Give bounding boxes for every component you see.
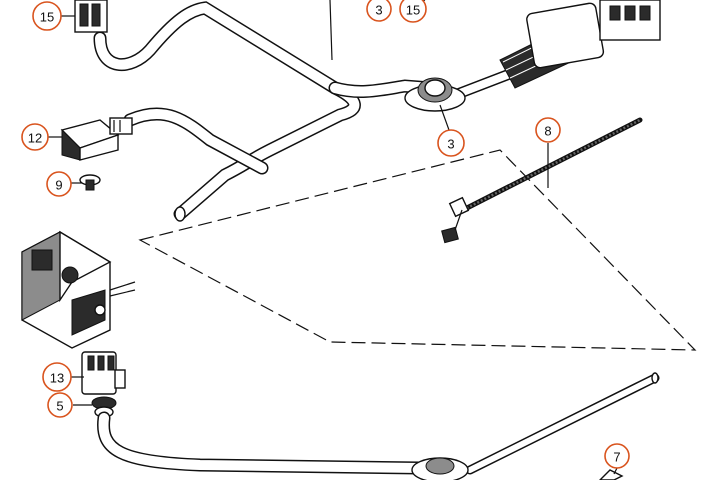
connector-13 bbox=[81, 351, 126, 395]
callout-label: 13 bbox=[50, 371, 64, 386]
callout-label: 5 bbox=[56, 399, 63, 414]
callout-label: 12 bbox=[28, 131, 42, 146]
door-lock-actuator bbox=[21, 230, 136, 349]
corrugated-sleeve bbox=[499, 0, 661, 89]
connector-15 bbox=[74, 0, 108, 33]
lower-harness-cable bbox=[97, 372, 660, 480]
callout-label: 3 bbox=[375, 3, 382, 18]
callout-9: 9 bbox=[46, 171, 72, 197]
callout-13: 13 bbox=[42, 362, 72, 392]
callout-5: 5 bbox=[47, 392, 73, 418]
part-7 bbox=[599, 469, 624, 480]
callout-label: 8 bbox=[544, 124, 551, 139]
callout-3-top: 3 bbox=[366, 0, 392, 22]
callout-label: 15 bbox=[40, 10, 54, 25]
callout-7: 7 bbox=[604, 443, 630, 469]
callout-3-grommet: 3 bbox=[437, 129, 465, 157]
dashed-assembly-outline bbox=[138, 149, 697, 351]
callout-label: 9 bbox=[55, 178, 62, 193]
upper-harness-cable bbox=[93, 0, 526, 222]
clip-9 bbox=[79, 174, 101, 191]
callout-15-top: 15 bbox=[399, 0, 427, 23]
callout-label: 3 bbox=[447, 137, 454, 152]
callout-15-top-left: 15 bbox=[32, 1, 62, 31]
callout-12: 12 bbox=[21, 123, 49, 151]
callout-label: 15 bbox=[406, 3, 420, 18]
cable-tie-8 bbox=[441, 117, 643, 244]
leader-lines bbox=[47, 0, 618, 475]
callout-8: 8 bbox=[535, 117, 561, 143]
callout-label: 7 bbox=[613, 450, 620, 465]
connector-12 bbox=[60, 117, 133, 161]
grommet bbox=[404, 77, 466, 112]
